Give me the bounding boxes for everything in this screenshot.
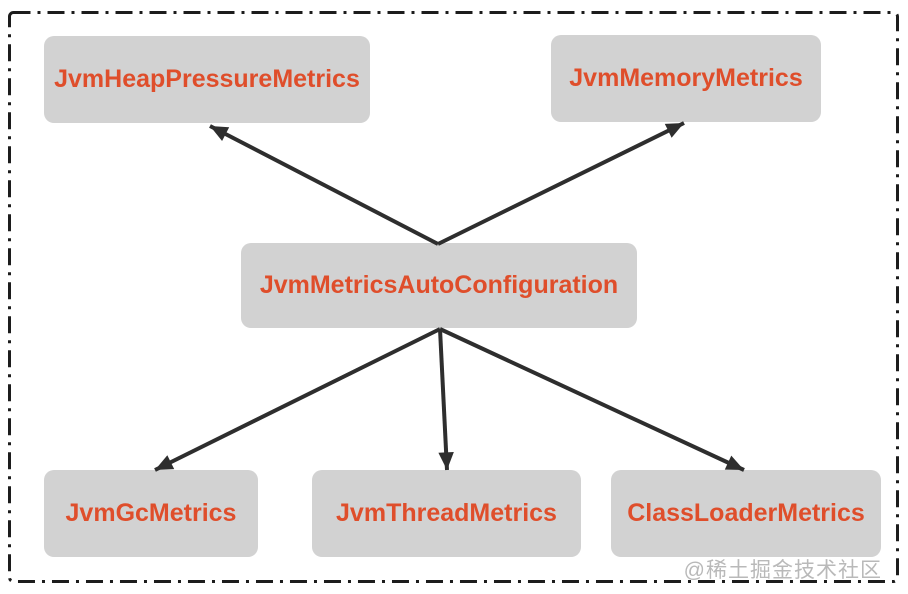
node-label: ClassLoaderMetrics: [627, 499, 865, 527]
edge-autoconfig-to-classloader: [439, 327, 745, 472]
edge-autoconfig-to-heappressure: [209, 124, 439, 246]
node-jvm-gc-metrics: JvmGcMetrics: [44, 470, 258, 557]
node-label: JvmGcMetrics: [65, 499, 237, 527]
edge-autoconfig-to-thread: [438, 328, 454, 471]
node-label: JvmThreadMetrics: [336, 499, 557, 527]
edge-autoconfig-to-memory: [437, 121, 685, 246]
node-label: JvmHeapPressureMetrics: [54, 65, 360, 93]
node-jvm-metrics-auto-configuration: JvmMetricsAutoConfiguration: [241, 243, 637, 328]
node-jvm-memory-metrics: JvmMemoryMetrics: [551, 35, 821, 122]
node-label: JvmMetricsAutoConfiguration: [259, 271, 619, 299]
node-label: JvmMemoryMetrics: [569, 64, 803, 92]
watermark-text: @稀土掘金技术社区: [683, 559, 882, 582]
edge-autoconfig-to-gc: [154, 327, 441, 472]
node-jvm-thread-metrics: JvmThreadMetrics: [312, 470, 581, 557]
node-jvm-heap-pressure-metrics: JvmHeapPressureMetrics: [44, 36, 370, 123]
node-class-loader-metrics: ClassLoaderMetrics: [611, 470, 881, 557]
